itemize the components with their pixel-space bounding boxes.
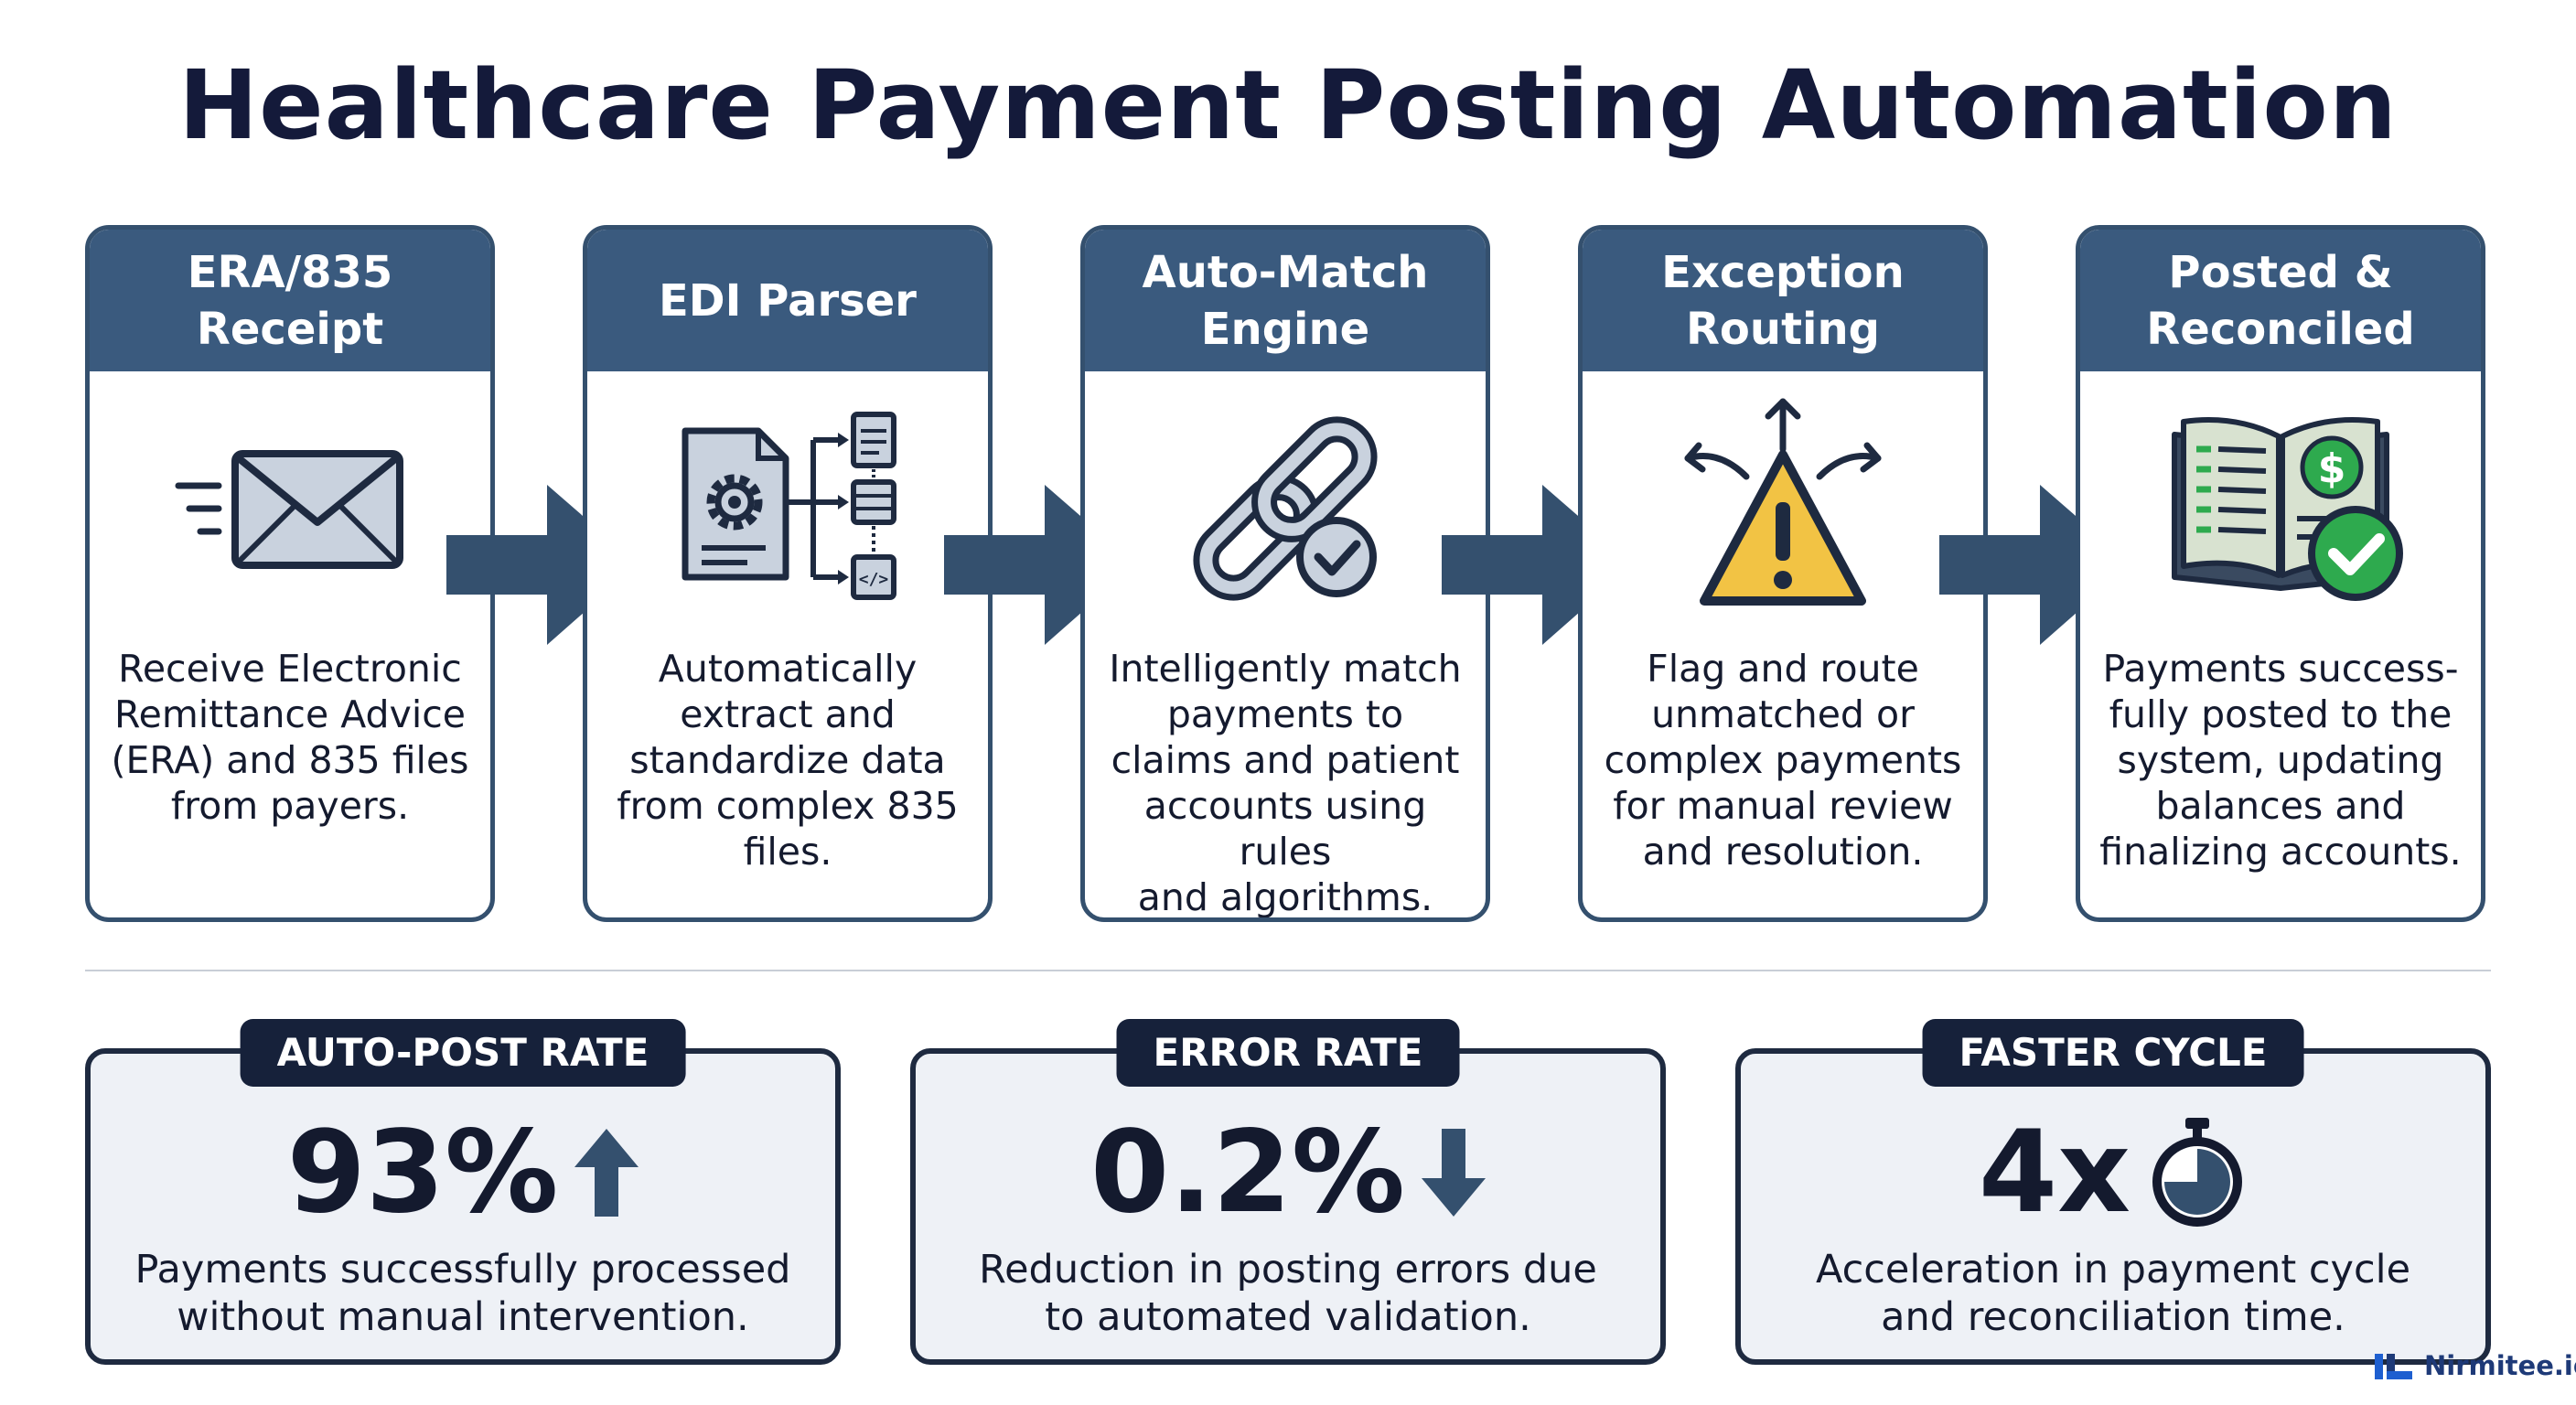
metric-card-faster-cycle: FASTER CYCLE 4x Acceleration in payment … [1735, 1019, 2491, 1365]
document-gear-icon: </> [587, 371, 988, 646]
ledger-check-icon: $ [2080, 371, 2481, 646]
step-title: Auto-Match Engine [1085, 230, 1486, 371]
step-description: Payments success- fully posted to the sy… [2099, 647, 2462, 874]
svg-text:$: $ [2318, 445, 2346, 492]
metric-value: 93% [286, 1107, 559, 1239]
step-card-era-receipt: ERA/835 Receipt Receive Electronic Remit… [85, 225, 495, 922]
section-divider [85, 970, 2491, 971]
arrow-up-icon [574, 1129, 639, 1217]
metric-card-error-rate: ERROR RATE 0.2% Reduction in posting err… [910, 1019, 1666, 1365]
step-card-exception-routing: Exception Routing Flag and route unmatch… [1578, 225, 1988, 922]
step-description: Receive Electronic Remittance Advice (ER… [111, 647, 469, 828]
metric-description: Reduction in posting errors due to autom… [979, 1247, 1597, 1340]
metric-card-auto-post-rate: AUTO-POST RATE 93% Payments successfully… [85, 1019, 841, 1365]
step-description: Intelligently match payments to claims a… [1109, 647, 1462, 919]
step-card-posted-reconciled: Posted & Reconciled $ Payments success- … [2076, 225, 2485, 922]
step-description: Automatically extract and standardize da… [617, 647, 959, 874]
metric-label: ERROR RATE [1116, 1019, 1460, 1087]
step-title: Posted & Reconciled [2080, 230, 2481, 371]
step-title: Exception Routing [1583, 230, 1983, 371]
step-title: ERA/835 Receipt [90, 230, 490, 371]
metric-description: Acceleration in payment cycle and reconc… [1815, 1247, 2411, 1340]
page-title: Healthcare Payment Posting Automation [178, 49, 2398, 161]
step-title: EDI Parser [587, 230, 988, 371]
svg-text:</>: </> [859, 570, 889, 589]
step-card-auto-match: Auto-Match Engine Intelligently match pa… [1080, 225, 1490, 922]
metric-value: 0.2% [1090, 1107, 1405, 1239]
brand-logo: Nirmitee.io [2375, 1350, 2576, 1381]
stopwatch-icon [2152, 1118, 2243, 1227]
warning-arrows-icon [1583, 371, 1983, 646]
step-card-edi-parser: EDI Parser [583, 225, 993, 922]
arrow-down-icon [1421, 1129, 1486, 1217]
nirmitee-logo-icon [2375, 1354, 2412, 1379]
brand-name: Nirmitee.io [2424, 1350, 2576, 1381]
envelope-icon [90, 371, 490, 646]
chain-link-check-icon [1085, 371, 1486, 646]
step-description: Flag and route unmatched or complex paym… [1604, 647, 1962, 874]
metric-label: AUTO-POST RATE [240, 1019, 686, 1087]
metric-description: Payments successfully processed without … [134, 1247, 791, 1340]
metric-label: FASTER CYCLE [1922, 1019, 2304, 1087]
metric-value: 4x [1978, 1107, 2131, 1239]
